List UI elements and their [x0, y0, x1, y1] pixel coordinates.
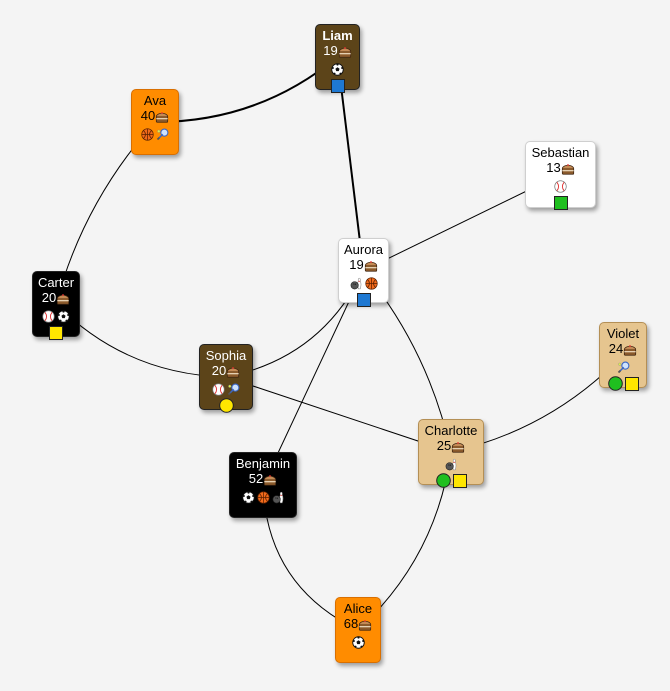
person-age: 40 [140, 108, 156, 123]
person-name: Aurora [343, 242, 384, 257]
person-age: 25 [436, 438, 452, 453]
tennis-racket-icon [616, 360, 631, 374]
sports-icons [316, 61, 359, 77]
person-node-benjamin[interactable]: Benjamin 52 [229, 452, 297, 518]
person-node-alice[interactable]: Alice 68 [335, 597, 381, 663]
sports-icons [336, 634, 380, 650]
shape-markers [600, 376, 646, 392]
green-circle-marker [435, 473, 452, 488]
edge-liam-ava [154, 56, 339, 124]
sports-icons [230, 489, 296, 505]
baseball-icon [211, 382, 226, 396]
birthday-cake-icon [56, 290, 70, 305]
tennis-racket-icon [155, 127, 170, 141]
shape-markers [316, 78, 359, 94]
birthday-cake-icon [561, 160, 575, 175]
birthday-cake-icon [226, 363, 240, 378]
baseball-icon [41, 309, 56, 323]
soccer-ball-icon [351, 635, 366, 649]
shape-markers [419, 473, 483, 489]
sports-icons [600, 359, 646, 375]
soccer-ball-icon [330, 62, 345, 76]
yellow-circle-marker [218, 398, 235, 413]
birthday-cake-icon [358, 616, 372, 631]
sports-icons [200, 381, 252, 397]
birthday-cake-icon [155, 108, 169, 123]
blue-square-marker [330, 78, 346, 93]
shape-markers [33, 325, 79, 341]
person-age: 20 [41, 290, 57, 305]
person-name: Carter [37, 275, 75, 290]
soccer-ball-icon [241, 490, 256, 504]
baseball-icon [553, 179, 568, 193]
sports-icons [33, 308, 79, 324]
yellow-square-marker [452, 473, 468, 488]
person-name: Sophia [205, 348, 247, 363]
person-age: 13 [546, 160, 561, 175]
tennis-racket-icon [226, 382, 241, 396]
sports-icons [419, 456, 483, 472]
person-node-violet[interactable]: Violet 24 [599, 322, 647, 391]
yellow-square-marker [624, 376, 640, 391]
person-age: 68 [343, 616, 359, 631]
person-node-aurora[interactable]: Aurora 19 [338, 238, 389, 307]
person-node-ava[interactable]: Ava 40 [131, 89, 179, 155]
birthday-cake-icon [338, 43, 352, 58]
person-node-liam[interactable]: Liam 19 [315, 24, 360, 93]
person-name: Benjamin [235, 456, 291, 471]
sports-icons [339, 275, 388, 291]
person-name: Liam [322, 28, 353, 43]
person-name: Alice [343, 601, 373, 616]
person-node-charlotte[interactable]: Charlotte 25 [418, 419, 484, 488]
basketball-icon [364, 276, 379, 290]
person-name: Charlotte [424, 423, 478, 438]
shape-markers [339, 292, 388, 308]
person-age: 19 [323, 43, 338, 58]
bowling-icon [349, 276, 364, 290]
basketball-icon [140, 127, 155, 141]
person-age: 52 [248, 471, 264, 486]
basketball-icon [256, 490, 271, 504]
shape-markers [526, 195, 595, 211]
person-age: 19 [349, 257, 364, 272]
birthday-cake-icon [623, 341, 637, 356]
person-name: Ava [143, 93, 167, 108]
person-node-sophia[interactable]: Sophia 20 [199, 344, 253, 413]
sports-icons [526, 178, 595, 194]
birthday-cake-icon [451, 438, 465, 453]
birthday-cake-icon [364, 257, 378, 272]
bowling-icon [444, 457, 459, 471]
green-circle-marker [607, 376, 624, 391]
person-node-sebastian[interactable]: Sebastian 13 [525, 141, 596, 211]
birthday-cake-icon [263, 471, 277, 486]
blue-square-marker [356, 292, 372, 307]
green-square-marker [553, 195, 569, 210]
person-name: Violet [606, 326, 640, 341]
bowling-icon [271, 490, 286, 504]
sports-icons [132, 126, 178, 142]
person-age: 20 [211, 363, 227, 378]
person-age: 24 [608, 341, 624, 356]
soccer-ball-icon [56, 309, 71, 323]
person-name: Sebastian [531, 145, 590, 160]
yellow-square-marker [48, 325, 64, 340]
person-node-carter[interactable]: Carter 20 [32, 271, 80, 340]
shape-markers [200, 398, 252, 414]
